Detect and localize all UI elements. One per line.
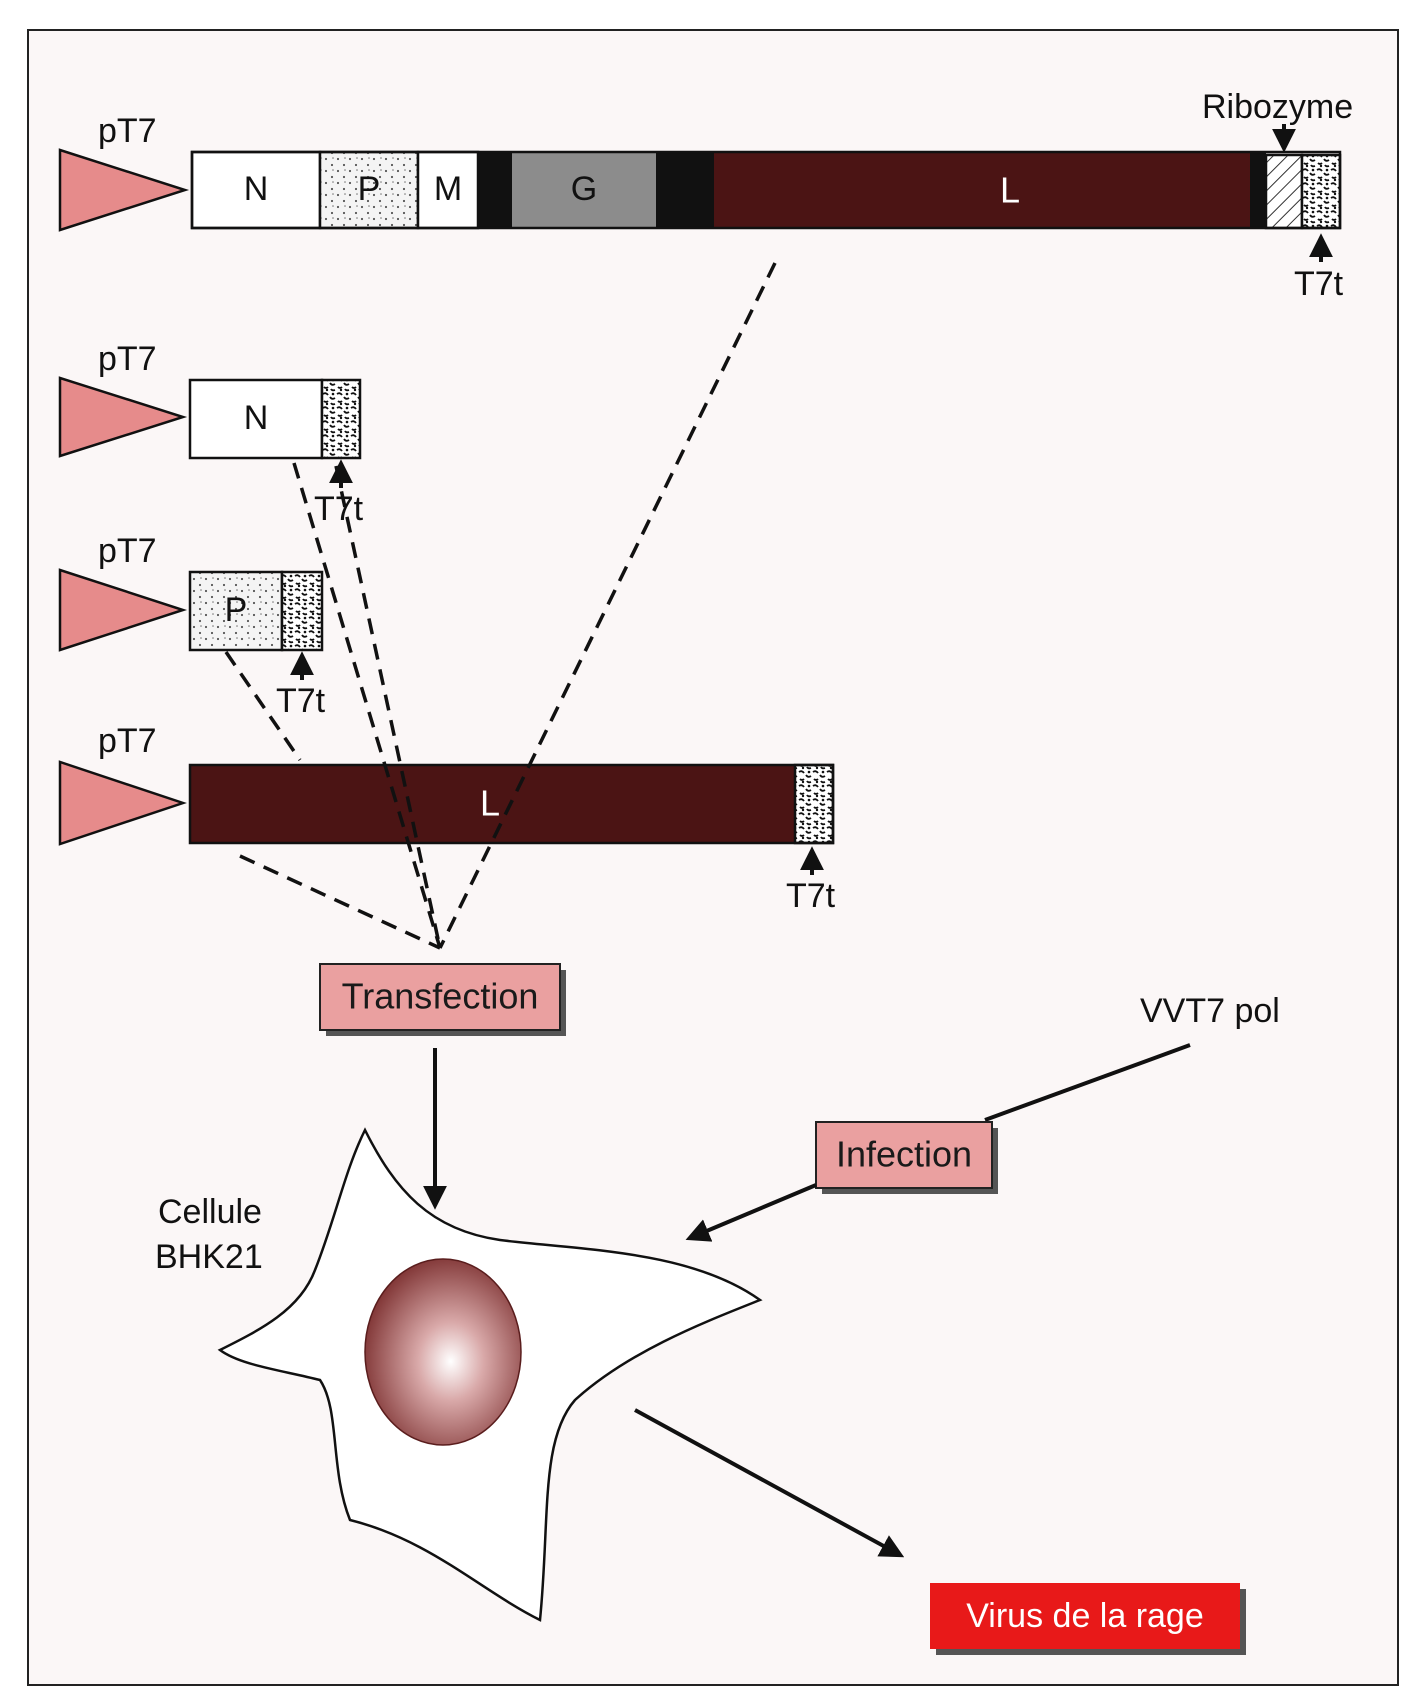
helper-gene-P-label: P bbox=[225, 591, 248, 629]
helper-gene-L-label: L bbox=[480, 783, 500, 824]
gene-P-label: P bbox=[358, 170, 381, 208]
infection-arrow bbox=[685, 1183, 817, 1242]
spacer-1 bbox=[478, 152, 512, 228]
ribozyme-segment bbox=[1264, 153, 1304, 230]
promoter-arrow-L bbox=[58, 760, 187, 846]
promoter-arrow bbox=[58, 148, 190, 232]
promoter-arrow-P bbox=[58, 568, 188, 652]
promoter-label: pT7 bbox=[98, 112, 157, 150]
helper-plasmid-L: pT7 L T7t bbox=[58, 722, 836, 915]
helper-gene-P bbox=[188, 570, 284, 652]
helper-gene-N-label: N bbox=[244, 399, 269, 437]
convergence-lines bbox=[224, 262, 777, 950]
dash-full-construct bbox=[438, 262, 777, 949]
ribozyme-label: Ribozyme bbox=[1202, 88, 1353, 126]
result-virus: Virus de la rage bbox=[930, 1583, 1246, 1655]
bhk21-cell: Cellule BHK21 bbox=[155, 1127, 905, 1622]
construct-outline bbox=[190, 150, 1342, 230]
helper-plasmid-P: pT7 P T7t bbox=[58, 532, 326, 720]
figure-frame bbox=[27, 29, 1399, 1686]
gene-N-label: N bbox=[244, 170, 269, 208]
spacer-2 bbox=[656, 152, 714, 228]
gene-N bbox=[190, 150, 322, 230]
helper-gene-N bbox=[188, 378, 324, 460]
promoter-label-L: pT7 bbox=[98, 722, 157, 760]
cell-nucleus bbox=[364, 1258, 522, 1446]
cell-label-line1: Cellule bbox=[158, 1193, 262, 1231]
transfection-box bbox=[319, 963, 561, 1031]
promoter-arrow-N bbox=[58, 376, 188, 458]
promoter-label-N: pT7 bbox=[98, 340, 157, 378]
gene-L-label: L bbox=[1000, 170, 1020, 211]
t7t-label-L: T7t bbox=[786, 877, 836, 915]
vaccinia-line bbox=[984, 1043, 1191, 1122]
terminator-P bbox=[280, 570, 324, 652]
gene-M-label: M bbox=[434, 170, 462, 208]
infection-step: VVT7 pol Infection bbox=[685, 992, 1280, 1242]
helper-plasmid-N: pT7 N T7t bbox=[58, 340, 364, 528]
gene-L bbox=[714, 152, 1250, 228]
infection-label: Infection bbox=[836, 1134, 972, 1175]
virus-label: Virus de la rage bbox=[966, 1597, 1204, 1635]
spacer-3 bbox=[1250, 152, 1266, 228]
t7t-label-full: T7t bbox=[1294, 265, 1344, 303]
promoter-label-P: pT7 bbox=[98, 532, 157, 570]
gene-G bbox=[512, 152, 656, 228]
terminator-N bbox=[320, 378, 362, 460]
t7t-label-P: T7t bbox=[276, 682, 326, 720]
terminator-segment bbox=[1300, 153, 1342, 230]
terminator-L bbox=[793, 763, 835, 845]
dash-L bbox=[239, 854, 441, 950]
transfection-label: Transfection bbox=[342, 976, 539, 1017]
vaccinia-label: VVT7 pol bbox=[1140, 992, 1280, 1030]
gene-G-label: G bbox=[571, 170, 597, 208]
cell-label-line2: BHK21 bbox=[155, 1238, 263, 1276]
helper-L-outline bbox=[188, 763, 835, 845]
transfection-step: Transfection bbox=[319, 963, 566, 1210]
dash-N-right bbox=[334, 465, 442, 949]
infection-box bbox=[815, 1121, 993, 1189]
dash-N-left bbox=[292, 462, 442, 949]
output-arrow bbox=[634, 1408, 905, 1558]
helper-gene-L bbox=[190, 765, 795, 843]
t7t-label-N: T7t bbox=[314, 490, 364, 528]
dash-P bbox=[224, 651, 302, 761]
full-length-construct: pT7 N P M G L Ribozyme T7t bbox=[58, 88, 1353, 303]
virus-box bbox=[930, 1583, 1240, 1649]
